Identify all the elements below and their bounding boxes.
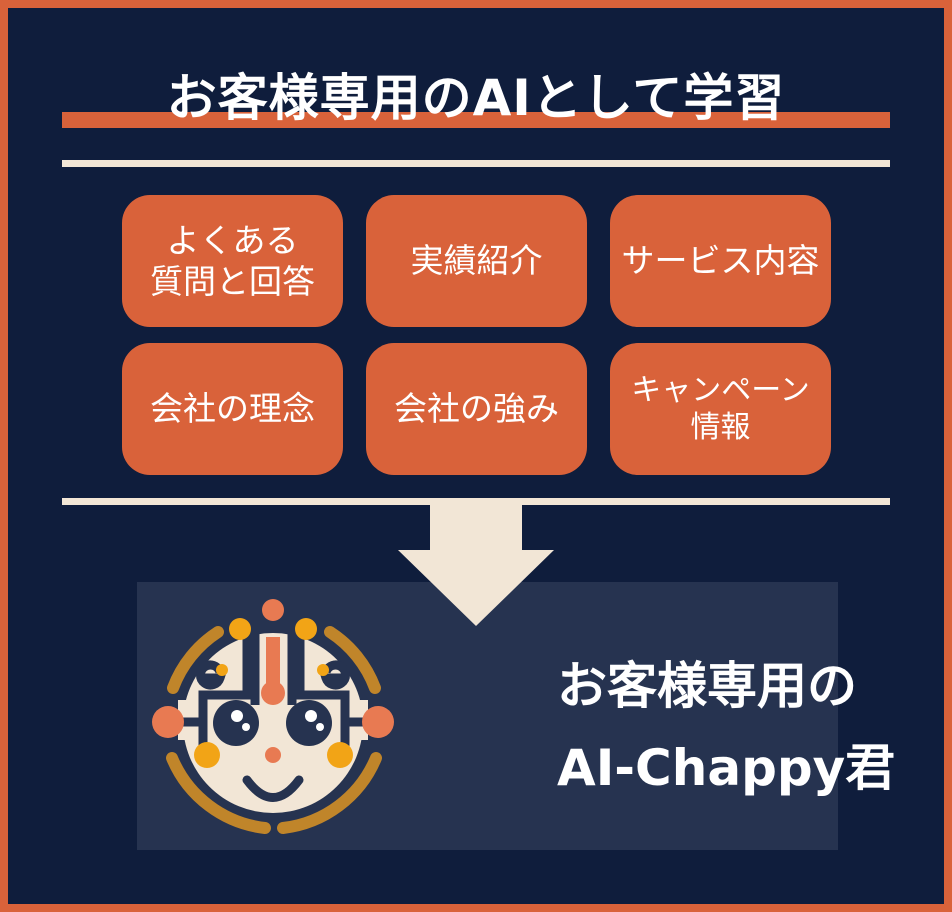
- topic-faq: よくある 質問と回答: [122, 195, 343, 327]
- down-arrow-head-icon: [398, 550, 554, 626]
- divider-top: [62, 160, 890, 167]
- result-line-2: AI-Chappy君: [557, 739, 896, 797]
- topic-achievements: 実績紹介: [366, 195, 587, 327]
- page-title: お客様専用のAIとして学習: [166, 69, 786, 127]
- down-arrow-icon: [430, 505, 522, 555]
- result-line-1: お客様専用の: [557, 657, 857, 715]
- robot-face-icon: [152, 599, 394, 834]
- topic-philosophy: 会社の理念: [122, 343, 343, 475]
- topic-strengths: 会社の強み: [366, 343, 587, 475]
- result-panel: お客様専用の AI-Chappy君: [137, 582, 895, 850]
- divider-bottom: [62, 498, 890, 505]
- topic-campaign: キャンペーン 情報: [610, 343, 831, 475]
- topic-services: サービス内容: [610, 195, 831, 327]
- title-underline: [62, 112, 890, 128]
